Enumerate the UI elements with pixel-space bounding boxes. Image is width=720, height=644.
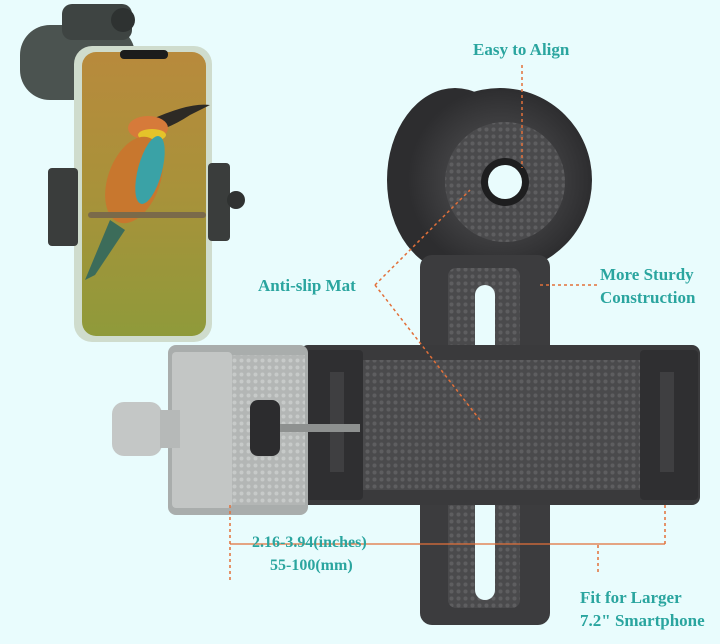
inset-clamp-right bbox=[208, 163, 230, 241]
inset-clamp-left bbox=[48, 168, 78, 246]
guide-lines bbox=[229, 65, 666, 580]
eyepiece-ring bbox=[387, 88, 592, 272]
smartphone bbox=[74, 46, 212, 342]
callout-fit-line2: 7.2" Smartphone bbox=[580, 611, 705, 630]
callout-sturdy-line2: Construction bbox=[600, 288, 696, 307]
sliding-clamp bbox=[112, 345, 360, 515]
dimension-inches: 2.16-3.94(inches) bbox=[252, 534, 367, 551]
phone-clamp bbox=[300, 345, 700, 505]
callout-easy-to-align: Easy to Align bbox=[473, 40, 570, 59]
dimension-mm: 55-100(mm) bbox=[270, 557, 353, 574]
callout-fit-line1: Fit for Larger bbox=[580, 588, 682, 607]
callout-sturdy-line1: More Sturdy bbox=[600, 265, 694, 284]
callout-anti-slip-mat: Anti-slip Mat bbox=[258, 276, 356, 295]
